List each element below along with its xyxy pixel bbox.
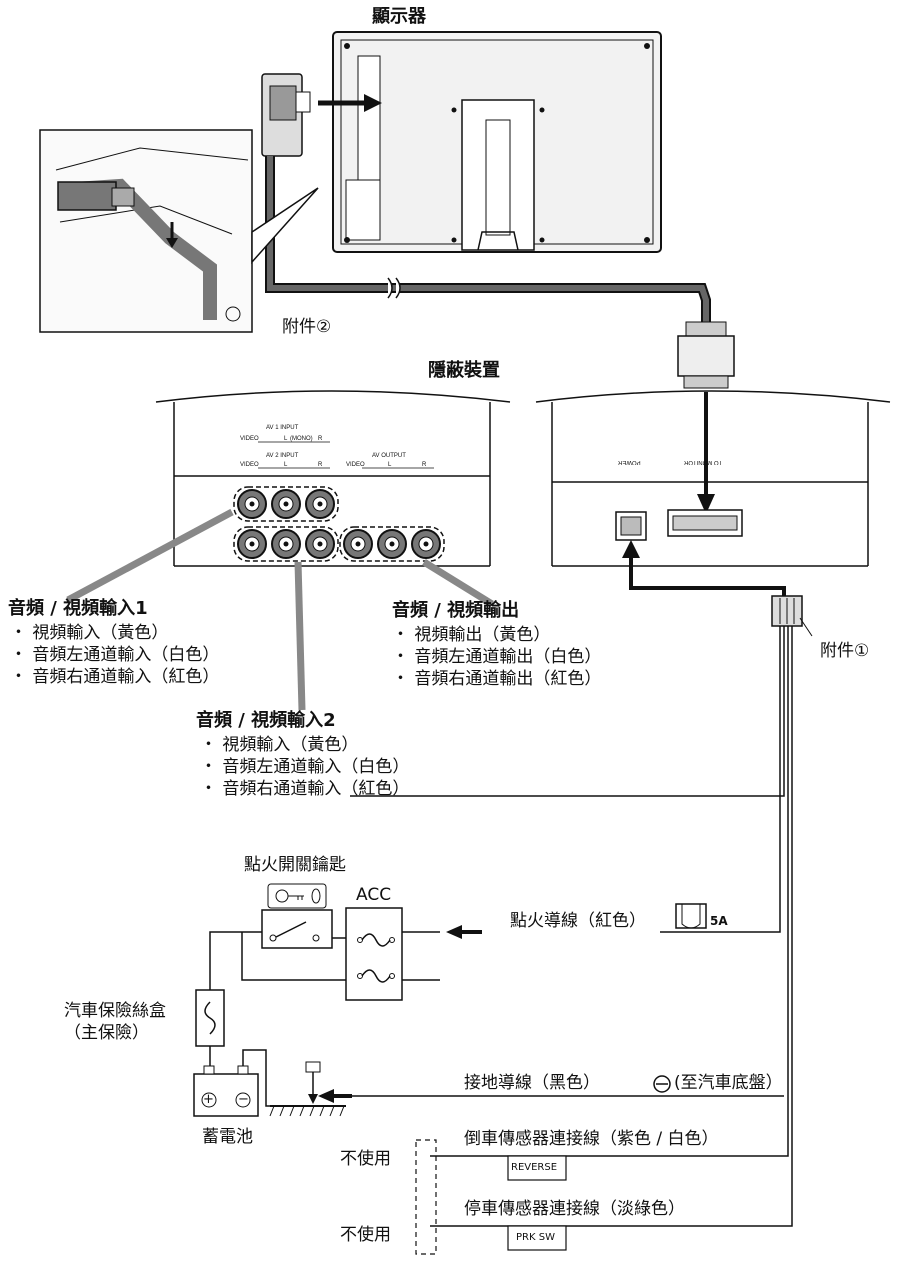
av1-mono-label: (MONO) bbox=[290, 436, 313, 442]
ground-chassis-label: (至汽車底盤） bbox=[674, 1073, 783, 1093]
connector-detail-inset bbox=[39, 129, 319, 333]
av2-video-label: VIDEO bbox=[240, 462, 259, 468]
av1-l-label: L bbox=[284, 436, 288, 442]
av-input2-item: ・ 視頻輸入（黃色） bbox=[200, 735, 359, 755]
av1-input-label: AV 1 INPUT bbox=[266, 425, 299, 431]
monitor-title: 顯示器 bbox=[372, 6, 426, 27]
avout-video-label: VIDEO bbox=[346, 462, 365, 468]
hidden-unit-title: 隱蔽裝置 bbox=[428, 360, 500, 381]
av-input1-item: ・ 音頻右通道輸入（紅色） bbox=[10, 667, 220, 687]
ground-wire-label: 接地導線（黑色） bbox=[464, 1073, 600, 1093]
parking-wire-label: 停車傳感器連接線（淡綠色） bbox=[464, 1199, 685, 1219]
battery-device bbox=[193, 1049, 270, 1117]
reverse-box bbox=[507, 1155, 567, 1181]
avout-r-label: R bbox=[422, 462, 427, 468]
reverse-box-label: REVERSE bbox=[511, 1162, 558, 1173]
av2-l-label: L bbox=[284, 462, 288, 468]
parking-box bbox=[507, 1225, 567, 1251]
ignition-switch bbox=[261, 883, 333, 949]
monitor-device bbox=[332, 31, 662, 253]
av-input1-item: ・ 視頻輸入（黃色） bbox=[10, 623, 169, 643]
av-output-item: ・ 音頻右通道輸出（紅色） bbox=[392, 669, 602, 689]
av-input2-title: 音頻 / 視頻輸入2 bbox=[196, 710, 336, 731]
ignition-wiring bbox=[209, 925, 700, 990]
av-output-item: ・ 音頻左通道輸出（白色） bbox=[392, 647, 602, 667]
av2-r-label: R bbox=[318, 462, 323, 468]
avout-l-label: L bbox=[388, 462, 392, 468]
unused-dashed-box bbox=[415, 1139, 437, 1255]
car-fuse-box bbox=[195, 989, 225, 1068]
accessory1-label: 附件① bbox=[820, 641, 870, 661]
accessory2-label: 附件② bbox=[282, 317, 332, 337]
battery-minus-label: − bbox=[238, 1092, 249, 1107]
monitor-connector bbox=[261, 73, 382, 157]
ignition-key-label: 點火開關鑰匙 bbox=[244, 855, 346, 875]
reverse-wire-label: 倒車傳感器連接線（紫色 / 白色） bbox=[464, 1129, 719, 1149]
av-input2-item: ・ 音頻左通道輸入（白色） bbox=[200, 757, 410, 777]
to-monitor-label: TO MONITOR bbox=[684, 459, 723, 465]
hidden-unit-device bbox=[535, 390, 891, 567]
car-fuse-box-label: 汽車保險絲盒 bbox=[64, 1001, 166, 1021]
parking-box-label: PRK SW bbox=[516, 1232, 555, 1243]
hidden-unit-plug bbox=[677, 321, 735, 514]
av-input1-item: ・ 音頻左通道輸入（白色） bbox=[10, 645, 220, 665]
rca-jacks bbox=[233, 486, 445, 562]
acc-label: ACC bbox=[356, 885, 392, 905]
reverse-unused-label: 不使用 bbox=[340, 1149, 391, 1169]
fuse-5a bbox=[675, 903, 707, 929]
av-input1-title: 音頻 / 視頻輸入1 bbox=[8, 598, 148, 619]
av-panel bbox=[155, 390, 511, 567]
fuse-5a-label: 5A bbox=[710, 914, 728, 928]
av-output-item: ・ 視頻輸出（黃色） bbox=[392, 625, 551, 645]
car-fuse-box-sublabel: （主保險） bbox=[64, 1023, 149, 1043]
power-label: POWER bbox=[618, 459, 641, 465]
ignition-wire-label: 點火導線（紅色） bbox=[510, 911, 646, 931]
battery-label: 蓄電池 bbox=[202, 1127, 253, 1147]
parking-unused-label: 不使用 bbox=[340, 1225, 391, 1245]
av1-video-label: VIDEO bbox=[240, 436, 259, 442]
av-input2-item: ・ 音頻右通道輸入（紅色） bbox=[200, 779, 410, 799]
av-output-title: 音頻 / 視頻輸出 bbox=[392, 600, 520, 621]
av-pointer-lines bbox=[66, 508, 494, 711]
av-output-label: AV OUTPUT bbox=[372, 453, 406, 459]
acc-relay bbox=[345, 907, 403, 1001]
battery-plus-label: + bbox=[203, 1092, 214, 1107]
chassis-ground bbox=[269, 1061, 784, 1117]
av2-input-label: AV 2 INPUT bbox=[266, 453, 299, 459]
av1-r-label: R bbox=[318, 436, 323, 442]
